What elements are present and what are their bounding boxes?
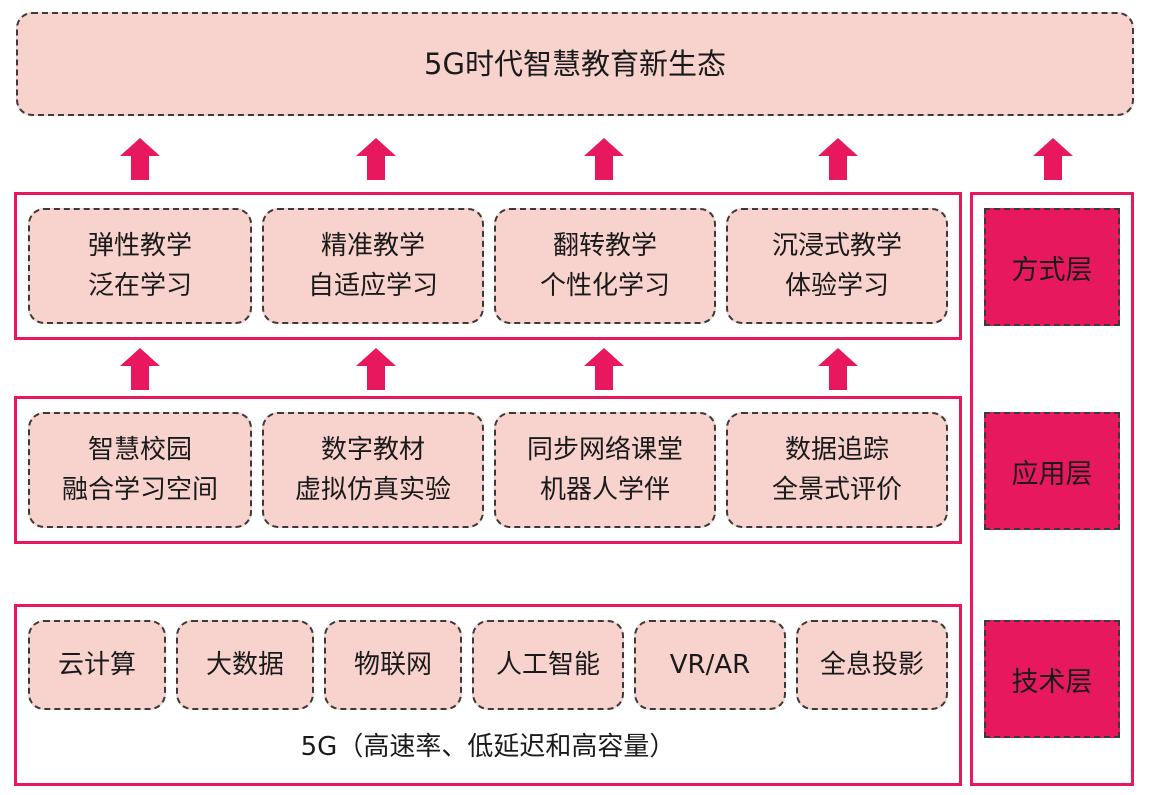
application-box-line2: 虚拟仿真实验 xyxy=(294,475,451,505)
mode-box-line2: 体验学习 xyxy=(784,271,889,301)
mode-box-line1: 翻转教学 xyxy=(552,230,657,261)
mode-box-line1: 弹性教学 xyxy=(87,230,192,261)
application-box-line1: 智慧校园 xyxy=(87,434,192,465)
technology-box-2: 大数据 xyxy=(176,620,314,710)
technology-box-3: 物联网 xyxy=(324,620,462,710)
mode-box-4: 沉浸式教学 体验学习 xyxy=(726,208,948,324)
application-box-line2: 机器人学伴 xyxy=(539,475,670,505)
technology-footer: 5G（高速率、低延迟和高容量） xyxy=(300,732,676,762)
technology-box-6: 全息投影 xyxy=(796,620,948,710)
up-arrow-icon xyxy=(1033,138,1073,180)
application-box-line1: 数据追踪 xyxy=(784,434,889,465)
up-arrow-icon xyxy=(818,348,858,390)
application-box-line1: 同步网络课堂 xyxy=(526,434,683,465)
mode-box-line2: 自适应学习 xyxy=(307,271,438,301)
mode-box-1: 弹性教学 泛在学习 xyxy=(28,208,252,324)
up-arrow-icon xyxy=(356,138,396,180)
technology-box-5: VR/AR xyxy=(634,620,786,710)
up-arrow-icon xyxy=(584,138,624,180)
technology-label: 云计算 xyxy=(57,649,136,680)
application-box-line1: 数字教材 xyxy=(320,434,425,465)
technology-box-1: 云计算 xyxy=(28,620,166,710)
application-box-2: 数字教材 虚拟仿真实验 xyxy=(262,412,484,528)
technology-label: 物联网 xyxy=(353,649,432,680)
technology-label: 全息投影 xyxy=(819,649,924,680)
application-box-1: 智慧校园 融合学习空间 xyxy=(28,412,252,528)
mode-box-3: 翻转教学 个性化学习 xyxy=(494,208,716,324)
technology-box-4: 人工智能 xyxy=(472,620,624,710)
application-box-4: 数据追踪 全景式评价 xyxy=(726,412,948,528)
layer-label-application: 应用层 xyxy=(984,412,1120,530)
layer-label-technology: 技术层 xyxy=(984,620,1120,738)
technology-label: VR/AR xyxy=(669,649,751,680)
ecosystem-title-box: 5G时代智慧教育新生态 xyxy=(16,12,1134,116)
technology-label: 大数据 xyxy=(205,649,284,680)
layer-label-mode: 方式层 xyxy=(984,208,1120,326)
ecosystem-title: 5G时代智慧教育新生态 xyxy=(424,46,726,81)
application-box-line2: 全景式评价 xyxy=(771,475,902,505)
application-box-line2: 融合学习空间 xyxy=(61,475,218,505)
up-arrow-icon xyxy=(356,348,396,390)
mode-box-line1: 精准教学 xyxy=(320,230,425,261)
mode-box-line2: 泛在学习 xyxy=(87,271,192,301)
up-arrow-icon xyxy=(584,348,624,390)
application-box-3: 同步网络课堂 机器人学伴 xyxy=(494,412,716,528)
up-arrow-icon xyxy=(120,348,160,390)
technology-label: 人工智能 xyxy=(495,649,600,680)
up-arrow-icon xyxy=(120,138,160,180)
mode-box-line2: 个性化学习 xyxy=(539,271,670,301)
up-arrow-icon xyxy=(818,138,858,180)
mode-box-line1: 沉浸式教学 xyxy=(771,230,902,261)
mode-box-2: 精准教学 自适应学习 xyxy=(262,208,484,324)
